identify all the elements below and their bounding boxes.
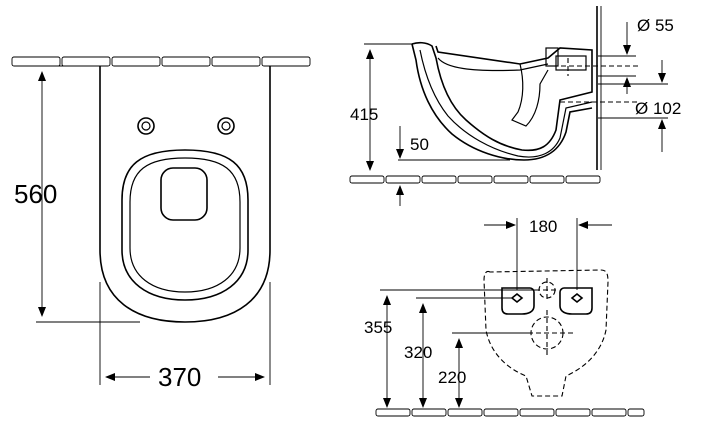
dimension-560-label: 560 — [14, 179, 57, 209]
dimension-370-label: 370 — [158, 362, 201, 392]
dimension-415-label: 415 — [350, 105, 378, 124]
dimension-355: 355 — [364, 289, 538, 408]
dimension-220-label: 220 — [438, 368, 466, 387]
bowl-profile-inner — [419, 49, 593, 158]
front-top-strip — [11, 56, 311, 67]
rear-bowl-outline — [483, 269, 609, 397]
dimension-180-label: 180 — [529, 217, 557, 236]
dimension-50: 50 — [396, 126, 510, 206]
seat-ring-inner — [129, 157, 241, 293]
dimension-50-label: 50 — [410, 135, 429, 154]
bowl-outline — [99, 66, 271, 323]
side-view: Ø 55 Ø 102 415 50 — [349, 6, 681, 206]
rim-inner — [437, 57, 549, 72]
rear-view: 180 355 320 220 — [364, 217, 645, 417]
dimension-320: 320 — [404, 297, 512, 408]
dimension-dia-102: Ø 102 — [598, 60, 681, 152]
dimension-320-label: 320 — [404, 343, 432, 362]
dimension-dia-55: Ø 55 — [598, 16, 674, 94]
fixing-plate-left — [501, 287, 535, 315]
dimension-560: 560 — [14, 65, 140, 323]
outlet-connector — [555, 55, 587, 71]
fixing-hole-left — [510, 292, 524, 304]
side-floor-strip — [349, 175, 601, 184]
bowl-profile-outer — [411, 43, 593, 161]
bowl-trap — [511, 63, 549, 127]
fixing-plate-right — [559, 287, 593, 315]
front-view: 560 370 — [11, 56, 311, 392]
dimension-415: 415 — [350, 43, 412, 171]
dimension-355-label: 355 — [364, 318, 392, 337]
fixing-hole-right — [570, 292, 584, 304]
dimension-dia-55-label: Ø 55 — [637, 16, 674, 35]
hinge-hole-left — [137, 117, 155, 135]
hinge-hole-right — [217, 117, 235, 135]
dimension-dia-102-label: Ø 102 — [635, 99, 681, 118]
rear-floor-strip — [375, 408, 645, 417]
dimension-370: 370 — [99, 282, 271, 392]
flush-opening — [160, 167, 208, 221]
bowl-profile — [411, 41, 593, 152]
dimension-180: 180 — [484, 217, 612, 290]
seat-ring-outer — [121, 149, 249, 301]
dimension-220: 220 — [438, 332, 531, 408]
